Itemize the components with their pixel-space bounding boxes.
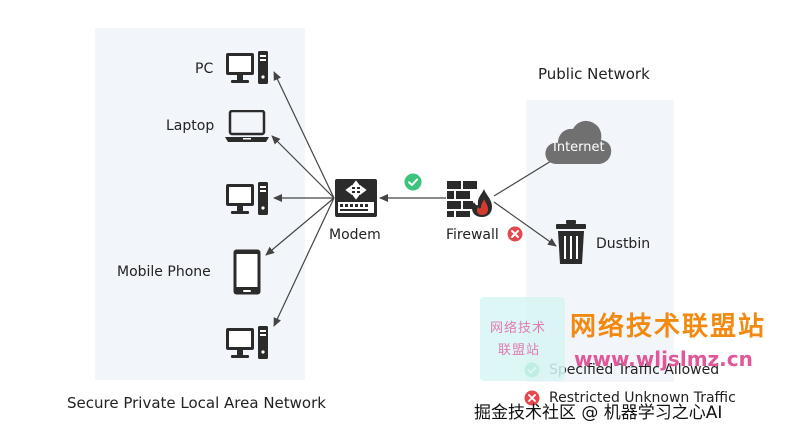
watermark-url: www.wljslmz.cn	[574, 347, 753, 371]
legend-allowed-label: Specified Traffic Allowed	[549, 362, 720, 378]
mobile-phone-label: Mobile Phone	[117, 264, 211, 280]
pc-icon	[226, 51, 268, 84]
watermark-credit: 掘金技术社区 @ 机器学习之心AI	[474, 403, 723, 423]
arrow-modem-to-laptop	[271, 135, 335, 199]
check-circle-icon	[404, 173, 422, 191]
lan-title: Secure Private Local Area Network	[67, 394, 326, 412]
dustbin-label: Dustbin	[596, 236, 651, 252]
trash-bin-icon	[556, 220, 586, 264]
watermark-title: 网络技术联盟站	[570, 312, 767, 342]
internet-label: Internet	[553, 140, 605, 155]
cross-circle-icon	[507, 226, 523, 242]
router-icon	[335, 179, 377, 217]
firewall-icon	[447, 181, 492, 217]
pc-label: PC	[195, 61, 214, 77]
watermark-logo: 网络技术 联盟站	[480, 297, 565, 381]
public-network-title: Public Network	[538, 65, 650, 83]
desktop-computer-icon	[226, 182, 268, 215]
modem-label: Modem	[329, 227, 381, 243]
laptop-label: Laptop	[166, 118, 215, 134]
laptop-icon	[225, 110, 269, 142]
arrow-modem-to-pc	[273, 71, 335, 199]
firewall-label: Firewall	[446, 227, 499, 243]
mobile-phone-icon	[233, 249, 261, 295]
desktop-computer-icon	[226, 326, 268, 359]
cloud-icon	[545, 120, 612, 164]
legend-restricted-label: Restricted Unknown Traffic	[549, 390, 736, 406]
lan-panel	[95, 28, 305, 380]
watermark-logo-line1: 网络技术	[490, 321, 547, 336]
watermark-logo-line2: 联盟站	[498, 343, 541, 358]
arrow-firewall-to-dustbin	[493, 201, 557, 247]
line-firewall-to-internet	[493, 157, 557, 197]
arrow-modem-to-mobile-phone	[265, 197, 335, 256]
arrow-modem-to-lower-computer	[273, 197, 335, 327]
legend-cross-icon	[524, 390, 540, 406]
